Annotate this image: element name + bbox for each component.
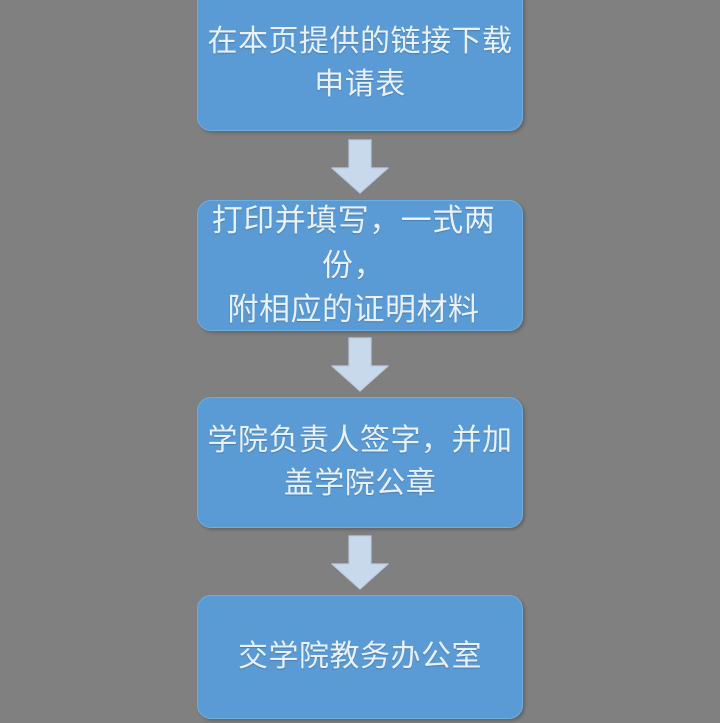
- flow-node-step-2-label: 打印并填写，一式两份， 附相应的证明材料: [211, 203, 496, 327]
- down-arrow-icon: [328, 139, 392, 195]
- down-arrow-icon: [328, 337, 392, 393]
- flow-node-step-1[interactable]: 在本页提供的链接下载 申请表: [197, 0, 523, 131]
- flow-node-step-4-label: 交学院教务办公室: [238, 639, 482, 673]
- flow-node-step-3[interactable]: 学院负责人签字，并加 盖学院公章: [197, 397, 523, 528]
- flow-node-step-4[interactable]: 交学院教务办公室: [197, 595, 523, 719]
- flow-node-step-2[interactable]: 打印并填写，一式两份， 附相应的证明材料: [197, 200, 523, 331]
- down-arrow-icon: [328, 535, 392, 591]
- flow-node-step-3-label: 学院负责人签字，并加 盖学院公章: [207, 423, 513, 500]
- flow-node-step-1-label: 在本页提供的链接下载 申请表: [207, 24, 513, 101]
